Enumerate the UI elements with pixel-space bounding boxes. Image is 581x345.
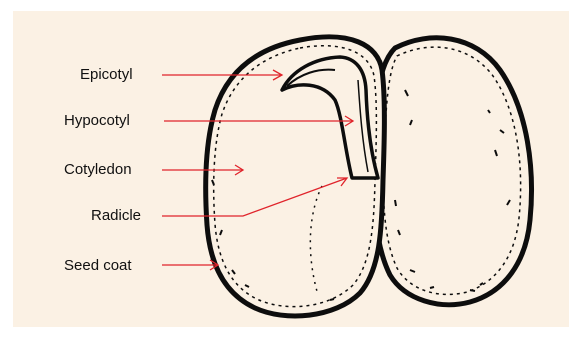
label-radicle: Radicle (91, 208, 141, 223)
label-epicotyl: Epicotyl (80, 67, 133, 82)
label-hypocotyl: Hypocotyl (64, 113, 130, 128)
label-seed-coat: Seed coat (64, 258, 132, 273)
right-cotyledon (373, 38, 531, 305)
label-cotyledon: Cotyledon (64, 162, 132, 177)
